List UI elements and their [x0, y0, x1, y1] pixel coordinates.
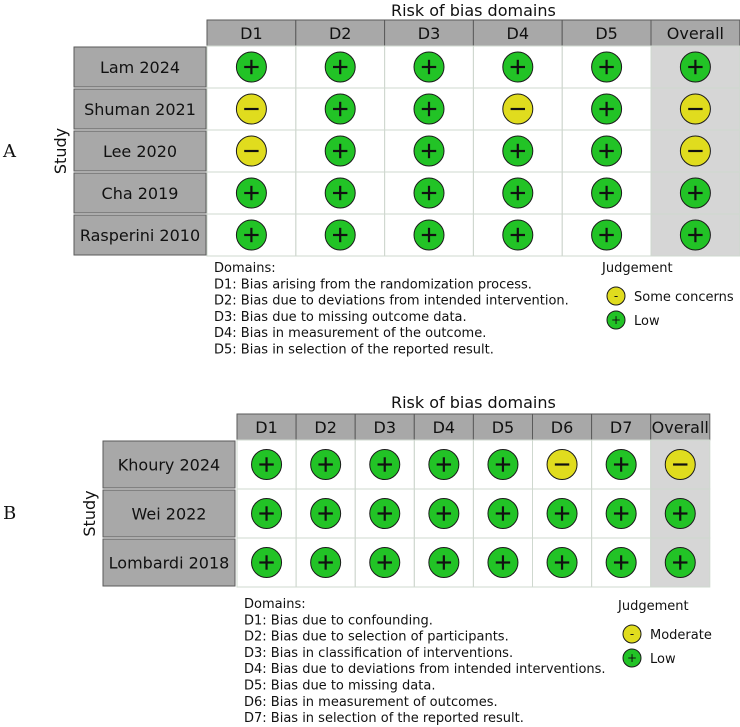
a-domain-description: D1: Bias arising from the randomization … — [214, 277, 532, 292]
a-row-label-cell — [73, 130, 207, 172]
a-legend-symbol — [606, 310, 626, 330]
a-header-label: D1 — [240, 24, 263, 43]
a-legend-label: Some concerns — [634, 290, 734, 305]
a-row-label: Shuman 2021 — [84, 100, 196, 119]
a-header-label: D3 — [418, 24, 441, 43]
a-header-label: D5 — [595, 24, 618, 43]
a-domain-description: D5: Bias in selection of the reported re… — [214, 343, 494, 358]
a-row-label-cell — [73, 88, 207, 130]
a-judgement-heading: Judgement — [601, 261, 673, 276]
a-row-label: Lam 2024 — [100, 58, 180, 77]
a-row-label: Cha 2019 — [102, 184, 179, 203]
panel-label-a: A — [3, 141, 16, 162]
a-header-cell — [384, 19, 474, 47]
a-row-label-cell — [73, 214, 207, 256]
a-legend-symbol-text: + — [611, 313, 621, 327]
a-legend-label: Low — [634, 314, 660, 329]
a-domains-heading: Domains: — [214, 261, 276, 276]
a-study-axis-label: Study — [51, 128, 70, 174]
a-legend-symbol-text: - — [614, 289, 618, 303]
a-header-label: D4 — [507, 24, 530, 43]
a-header-cell — [206, 19, 297, 47]
a-row-label-cell — [73, 172, 207, 214]
a-domains-title: Risk of bias domains — [391, 1, 556, 20]
a-domain-description: D3: Bias due to missing outcome data. — [214, 310, 467, 325]
a-row-label-cell — [73, 46, 207, 88]
a-domain-description: D2: Bias due to deviations from intended… — [214, 294, 569, 309]
a-header-cell — [472, 19, 563, 47]
panel-label-b: B — [3, 503, 17, 524]
a-domain-description: D4: Bias in measurement of the outcome. — [214, 326, 486, 341]
a-header-label: D2 — [329, 24, 352, 43]
a-row-label: Lee 2020 — [103, 142, 177, 161]
a-header-label: Overall — [667, 24, 724, 43]
a-legend-symbol — [606, 286, 626, 306]
a-row-label: Rasperini 2010 — [80, 226, 200, 245]
a-header-cell — [650, 19, 740, 47]
